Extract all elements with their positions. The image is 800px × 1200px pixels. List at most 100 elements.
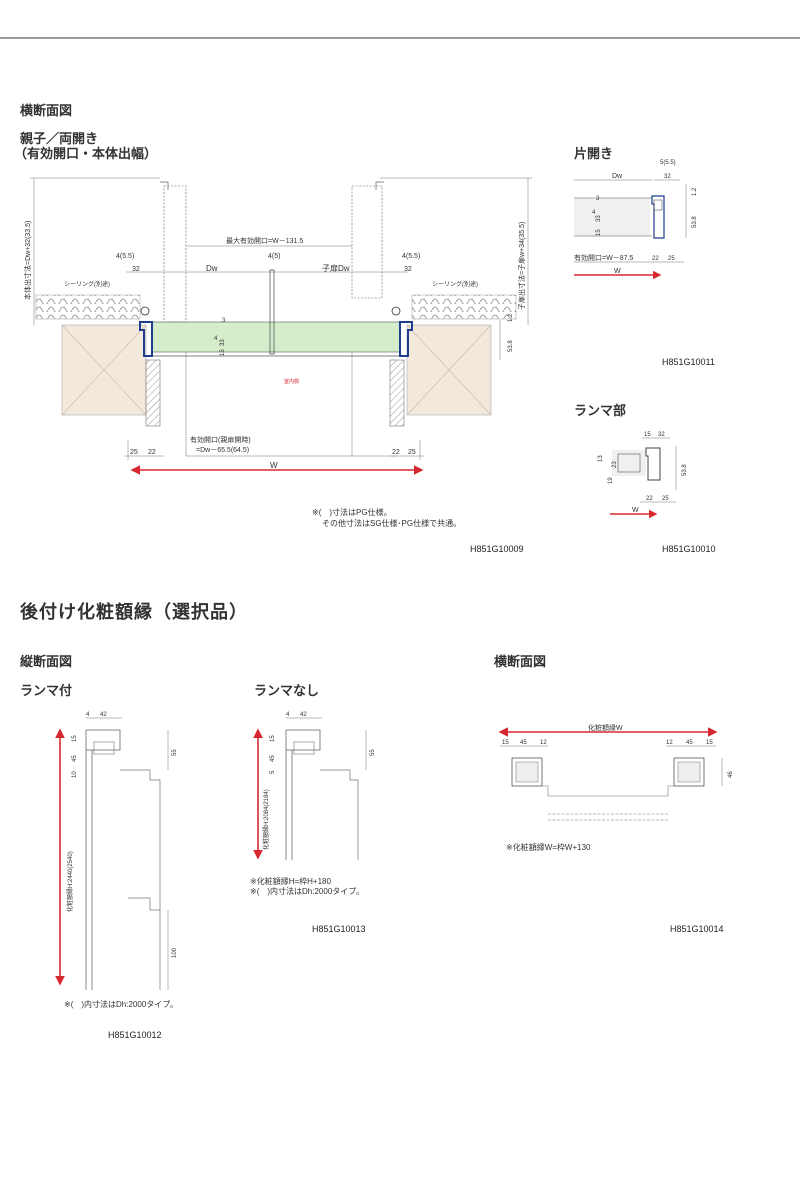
drawing-code: H851G10009: [470, 544, 524, 554]
tsuki-kesho-h: 化粧額縁H:2440(2540): [66, 851, 74, 912]
ranma-nashi-diagram: 4 42 15 45 5 55 化粧額縁H:2084(2184): [253, 712, 376, 860]
dim-1-2: 1.2: [508, 313, 514, 322]
ranma-15: 15: [644, 432, 651, 438]
kesho-12-right: 12: [666, 740, 673, 746]
kesho-46: 46: [728, 771, 734, 778]
tsuki-55: 55: [172, 749, 178, 756]
ranma-bu-title: ランマ部: [574, 403, 627, 418]
yoko-danmenzu-2-title: 横断面図: [494, 654, 547, 669]
ranma-tsuki-diagram: 4 42 15 45 10 55 100 化粧額縁H:2440(2540): [55, 712, 178, 990]
dh-note-2: ※( )内寸法はDh:2000タイプ。: [250, 887, 365, 896]
ranma-25: 25: [662, 496, 669, 502]
nashi-4: 4: [286, 712, 290, 718]
nashi-kesho-h: 化粧額縁H:2084(2184): [262, 789, 270, 850]
ranma-19: 19: [608, 477, 614, 484]
max-open-label: 最大有効開口=W－131.5: [226, 236, 303, 245]
tsuki-100: 100: [172, 947, 178, 958]
dim-53-8: 53.8: [508, 340, 514, 352]
kata-4: 4: [592, 210, 596, 216]
dim-4-55-right: 4(5.5): [402, 253, 420, 260]
ranma-22: 22: [646, 496, 653, 502]
ranma-tsuki-title: ランマ付: [20, 683, 73, 698]
kata-25: 25: [668, 256, 675, 262]
drawing-code: H851G10014: [670, 924, 724, 934]
dh-note-1: ※( )内寸法はDh:2000タイプ。: [64, 1000, 179, 1009]
kesho-45-right: 45: [686, 740, 693, 746]
siding-left: [35, 294, 141, 320]
dim-3: 3: [222, 318, 226, 324]
tsuki-42: 42: [100, 712, 107, 718]
sealing-right: シーリング(別途): [432, 280, 478, 288]
dim-33: 33: [220, 339, 226, 346]
kesho-yoko-diagram: 化粧額縁W 15 45 12 12 45 15 46: [498, 723, 734, 821]
kata-33: 33: [596, 215, 602, 222]
kesho-15-left: 15: [502, 740, 509, 746]
tsuki-10: 10: [72, 771, 78, 778]
ranma-13: 13: [598, 455, 604, 462]
dim-22-left: 22: [148, 449, 156, 456]
dim-32-left: 32: [132, 266, 140, 273]
tsuki-15: 15: [72, 735, 78, 742]
kesho-h-note: ※化粧額縁H=枠H+180: [250, 877, 331, 886]
dim-4: 4: [214, 336, 218, 342]
dw-label: Dw: [206, 264, 218, 273]
kesho-45-left: 45: [520, 740, 527, 746]
oyako-section-diagram: 本体出寸法=Dw+32(33.5) 子扉出寸法=子扉w+34(35.5) 最大有…: [23, 177, 532, 475]
kata-dw: Dw: [612, 173, 623, 180]
drawing-code: H851G10012: [108, 1030, 162, 1040]
dim-4-55-left: 4(5.5): [116, 253, 134, 260]
tate-danmenzu-title: 縦断面図: [20, 654, 73, 669]
w-label-main: W: [270, 461, 278, 470]
dim-25-right: 25: [408, 449, 416, 456]
dim-15: 15: [220, 349, 226, 356]
nashi-5: 5: [270, 770, 276, 774]
kata-1-2: 1.2: [692, 187, 698, 196]
meeting-stile: [269, 269, 275, 355]
kata-3: 3: [596, 196, 600, 202]
atozuke-title: 後付け化粧額縁（選択品）: [20, 602, 248, 622]
kesho-15-right: 15: [706, 740, 713, 746]
siding-right: [411, 294, 517, 320]
kata-15: 15: [596, 229, 602, 236]
hontai-dim-label: 本体出寸法=Dw+32(33.5): [23, 221, 32, 300]
drawing-code: H851G10011: [662, 357, 715, 367]
pg-note-2: その他寸法はSG仕様･PG仕様で共通。: [322, 519, 462, 528]
kata-22: 22: [652, 256, 659, 262]
frame-left: [139, 321, 153, 357]
hinge-left: [140, 306, 150, 316]
nashi-15: 15: [270, 735, 276, 742]
kotobira-dw-label: 子扉Dw: [322, 263, 350, 273]
kata-yuko: 有効開口=W－87.5: [574, 253, 633, 262]
kotobira-dim-label: 子扉出寸法=子扉w+34(35.5): [517, 222, 526, 310]
oyako-subtitle: （有効開口・本体出幅）: [14, 146, 158, 161]
ranma-nashi-title: ランマなし: [254, 683, 320, 698]
yuko-kaiko-label: 有効開口(親扉開時): [190, 435, 251, 444]
hinge-right: [391, 306, 401, 316]
glass-panel: [151, 321, 401, 353]
frame-right: [399, 321, 413, 357]
oyako-ryobiraki-title: 親子／両開き: [20, 131, 99, 146]
nashi-42: 42: [300, 712, 307, 718]
ranma-53-8: 53.8: [682, 464, 688, 476]
ranma-diagram: 15 32 13 23 19 53.8 22 25 W: [598, 432, 688, 519]
door-leaf-open-right: [351, 185, 383, 299]
nashi-55: 55: [370, 749, 376, 756]
tsuki-45: 45: [72, 755, 78, 762]
yuko-kaiko-formula: =Dw－65.5(64.5): [196, 447, 249, 454]
ranma-23: 23: [612, 461, 618, 468]
dim-22-right: 22: [392, 449, 400, 456]
kata-53-8: 53.8: [692, 216, 698, 228]
drawing-code: H851G10013: [312, 924, 366, 934]
ranma-32: 32: [658, 432, 665, 438]
katabiraki-title: 片開き: [574, 146, 614, 161]
shitsunai-label: 室内側: [284, 378, 299, 385]
nashi-45: 45: [270, 755, 276, 762]
dim-4-5-mid: 4(5): [268, 253, 280, 260]
kesho-w-note: ※化粧額縁W=枠W+130: [506, 843, 591, 852]
trim-right: [389, 359, 405, 427]
kata-32: 32: [664, 174, 671, 180]
kesho-w-label: 化粧額縁W: [588, 723, 623, 732]
katabiraki-diagram: Dw 5(5.5) 32 3 4 33 15 1.2 53.8 有効開口=W－8…: [574, 160, 698, 280]
ranma-w: W: [632, 507, 639, 514]
